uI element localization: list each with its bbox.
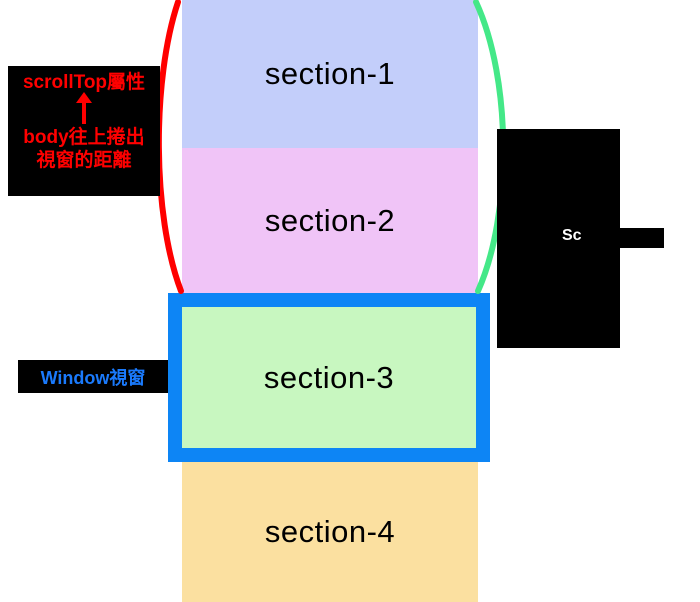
section-3-block: section-3: [182, 307, 476, 448]
scrolltop-note-callout: scrollTop屬性 body往上捲出 視窗的距離: [8, 66, 160, 196]
section-2-label: section-2: [264, 202, 396, 238]
section-2-block: section-2: [182, 148, 478, 293]
window-note-callout: Window視窗: [18, 360, 168, 393]
window-viewport-frame: section-3: [168, 293, 490, 462]
section-1-label: section-1: [264, 56, 396, 91]
right-note-occluder-bar: [586, 228, 664, 248]
section-4-label: section-4: [264, 514, 396, 549]
right-note-label: Sc: [562, 227, 582, 244]
scrolltop-heading: scrollTop屬性: [22, 72, 146, 93]
section-4-block: section-4: [182, 462, 478, 602]
window-note-label: Window視窗: [40, 367, 146, 388]
scrolltop-body-line-2: 視窗的距離: [36, 150, 132, 171]
section-3-label: section-3: [263, 359, 395, 395]
section-1-block: section-1: [182, 0, 478, 148]
scrolltop-body-line-1: body往上捲出: [23, 127, 145, 148]
red-brace-icon: [155, 0, 184, 294]
